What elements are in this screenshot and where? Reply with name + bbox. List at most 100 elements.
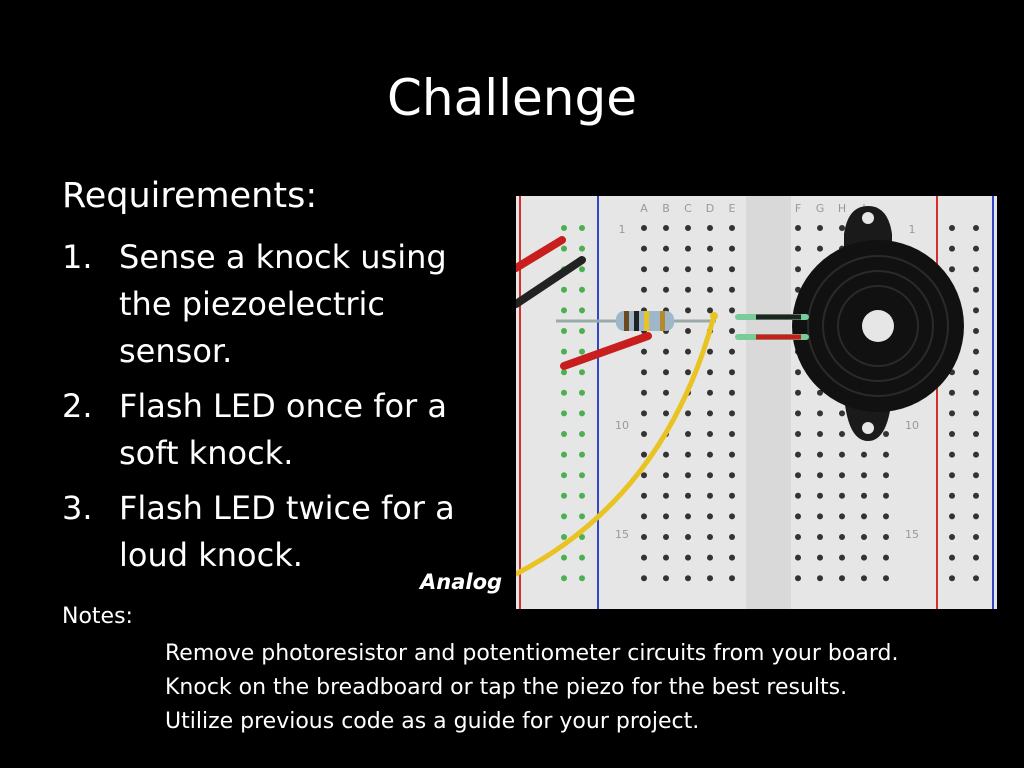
requirement-number: 1. [62, 238, 93, 276]
terminal-hole [685, 328, 691, 334]
column-letter: E [729, 202, 736, 215]
terminal-hole [707, 492, 713, 499]
terminal-hole [795, 369, 801, 376]
terminal-hole [795, 451, 801, 458]
terminal-hole [883, 431, 889, 437]
terminal-hole [707, 513, 713, 520]
terminal-hole [663, 348, 669, 355]
rail-hole [949, 245, 955, 252]
terminal-hole [729, 286, 735, 293]
rail-hole [949, 451, 955, 458]
rail-hole [561, 410, 567, 417]
requirement-item: 3. Flash LED twice for a loud knock. [62, 485, 482, 579]
terminal-hole [685, 492, 691, 499]
terminal-hole [641, 389, 647, 396]
rail-hole [561, 554, 567, 561]
terminal-hole [663, 286, 669, 293]
resistor-band [634, 311, 639, 331]
terminal-hole [641, 410, 647, 417]
rail-hole [579, 575, 585, 582]
terminal-hole [883, 451, 889, 458]
terminal-hole [729, 534, 735, 540]
rail-hole [561, 225, 567, 231]
terminal-hole [641, 534, 647, 540]
terminal-hole [839, 225, 845, 231]
terminal-hole [663, 492, 669, 499]
terminal-hole [883, 513, 889, 520]
terminal-hole [641, 513, 647, 520]
terminal-hole [883, 534, 889, 540]
terminal-hole [707, 472, 713, 479]
rail-hole [561, 513, 567, 520]
terminal-hole [817, 245, 823, 252]
terminal-hole [641, 348, 647, 355]
terminal-hole [817, 431, 823, 437]
terminal-hole [883, 554, 889, 561]
terminal-hole [707, 245, 713, 252]
rail-hole [973, 472, 979, 479]
rail-hole [973, 534, 979, 540]
terminal-hole [729, 451, 735, 458]
row-number: 10 [905, 419, 919, 432]
requirement-text: Flash LED once for a soft knock. [119, 387, 447, 472]
requirement-text: Flash LED twice for a loud knock. [119, 489, 455, 574]
rail-hole [949, 534, 955, 540]
rail-hole [579, 328, 585, 334]
terminal-hole [839, 431, 845, 437]
terminal-hole [795, 410, 801, 417]
terminal-hole [795, 266, 801, 273]
rail-hole [973, 410, 979, 417]
mount-hole-top [862, 212, 874, 224]
mount-hole-bottom [862, 422, 874, 434]
rail-hole [561, 348, 567, 355]
rail-hole [561, 492, 567, 499]
rail-hole [973, 513, 979, 520]
terminal-hole [861, 575, 867, 582]
terminal-hole [707, 554, 713, 561]
terminal-hole [729, 513, 735, 520]
terminal-hole [641, 451, 647, 458]
requirements-heading: Requirements: [62, 176, 318, 216]
requirement-item: 2. Flash LED once for a soft knock. [62, 383, 482, 477]
terminal-hole [729, 225, 735, 231]
column-letter: B [662, 202, 670, 215]
rail-hole [561, 307, 567, 314]
column-letter: C [684, 202, 692, 215]
rail-hole [579, 492, 585, 499]
terminal-hole [729, 348, 735, 355]
terminal-hole [685, 431, 691, 437]
terminal-hole [817, 451, 823, 458]
requirement-item: 1. Sense a knock using the piezoelectric… [62, 234, 482, 375]
terminal-hole [861, 472, 867, 479]
terminal-hole [685, 225, 691, 231]
row-number: 1 [619, 223, 626, 236]
terminal-hole [641, 492, 647, 499]
rail-hole [949, 554, 955, 561]
terminal-hole [685, 307, 691, 314]
rail-hole [949, 431, 955, 437]
terminal-hole [861, 513, 867, 520]
rail-hole [973, 431, 979, 437]
rail-hole [949, 410, 955, 417]
terminal-hole [663, 225, 669, 231]
terminal-hole [663, 410, 669, 417]
rail-hole [561, 472, 567, 479]
rail-hole [561, 369, 567, 376]
terminal-hole [663, 369, 669, 376]
terminal-hole [839, 410, 845, 417]
terminal-hole [839, 554, 845, 561]
note-item: Knock on the breadboard or tap the piezo… [165, 675, 848, 700]
rail-hole [949, 266, 955, 273]
terminal-hole [883, 492, 889, 499]
note-item: Utilize previous code as a guide for you… [165, 709, 700, 734]
rail-hole [973, 286, 979, 293]
terminal-hole [729, 575, 735, 582]
rail-hole [579, 554, 585, 561]
terminal-hole [729, 266, 735, 273]
terminal-hole [641, 266, 647, 273]
terminal-hole [795, 554, 801, 561]
terminal-hole [707, 307, 713, 314]
terminal-hole [685, 369, 691, 376]
terminal-hole [817, 554, 823, 561]
rail-hole [949, 513, 955, 520]
